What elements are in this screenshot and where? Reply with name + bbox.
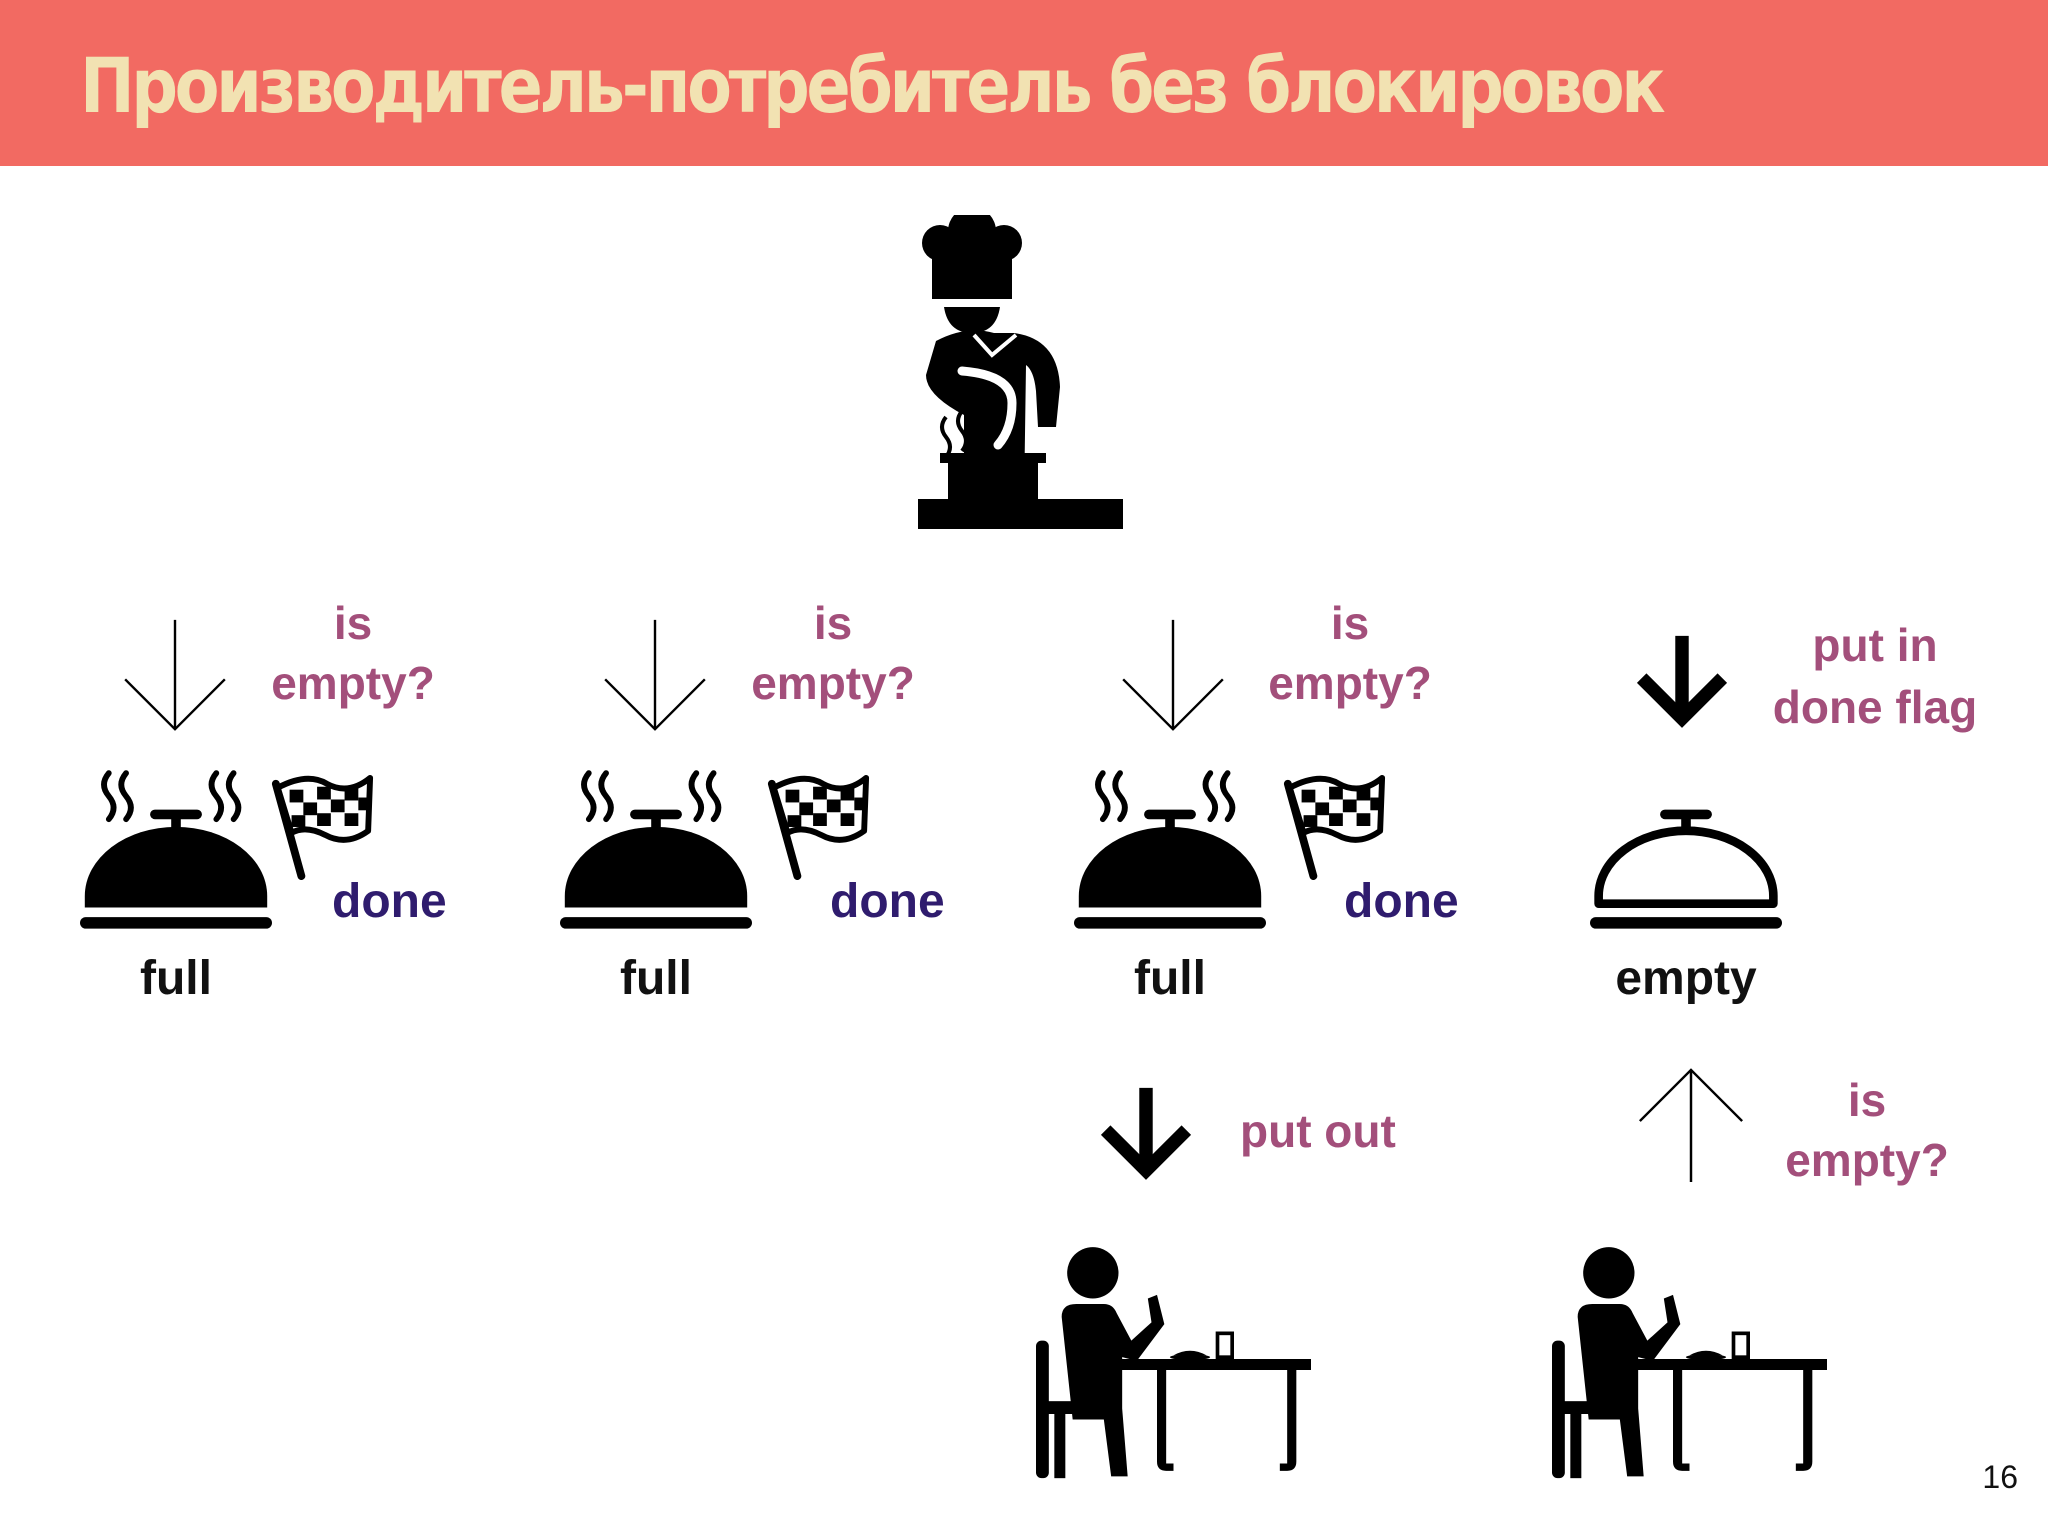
checkered-flag-icon — [764, 772, 872, 880]
done-label: done — [830, 875, 945, 928]
chef-icon — [918, 215, 1123, 529]
action-put-out: put out — [1240, 1105, 1396, 1157]
arrow-down-icon — [600, 618, 710, 733]
question-empty: empty? — [1268, 657, 1432, 709]
question-empty: empty? — [751, 657, 915, 709]
question-is: is — [813, 597, 853, 649]
arrow-up-icon — [1636, 1066, 1746, 1184]
arrow-down-icon — [1118, 618, 1228, 733]
done-label: done — [1344, 875, 1459, 928]
question-empty: empty? — [271, 657, 435, 709]
full-label: full — [140, 952, 212, 1005]
question-empty: empty? — [1785, 1134, 1949, 1186]
empty-label: empty — [1615, 952, 1757, 1005]
diner-icon — [1036, 1242, 1311, 1487]
action-done-flag: done flag — [1772, 681, 1978, 733]
checkered-flag-icon — [268, 772, 376, 880]
action-put-in: put in — [1812, 619, 1938, 671]
full-label: full — [620, 952, 692, 1005]
checkered-flag-icon — [1280, 772, 1388, 880]
bold-arrow-down-icon — [1634, 632, 1730, 728]
question-is: is — [333, 597, 373, 649]
title-bar: Производитель-потребитель без блокировок — [0, 0, 2048, 166]
slide-title: Производитель-потребитель без блокировок — [80, 41, 1666, 130]
done-label: done — [332, 875, 447, 928]
cloche-icon — [560, 752, 752, 944]
cloche-icon — [80, 752, 272, 944]
cloche-icon — [1074, 752, 1266, 944]
bold-arrow-down-icon — [1098, 1084, 1194, 1180]
page-number: 16 — [1982, 1459, 2018, 1495]
arrow-down-icon — [120, 618, 230, 733]
diner-icon — [1552, 1242, 1827, 1487]
cloche-empty-icon — [1590, 752, 1782, 944]
question-is: is — [1330, 597, 1370, 649]
question-is: is — [1847, 1074, 1887, 1126]
full-label: full — [1134, 952, 1206, 1005]
